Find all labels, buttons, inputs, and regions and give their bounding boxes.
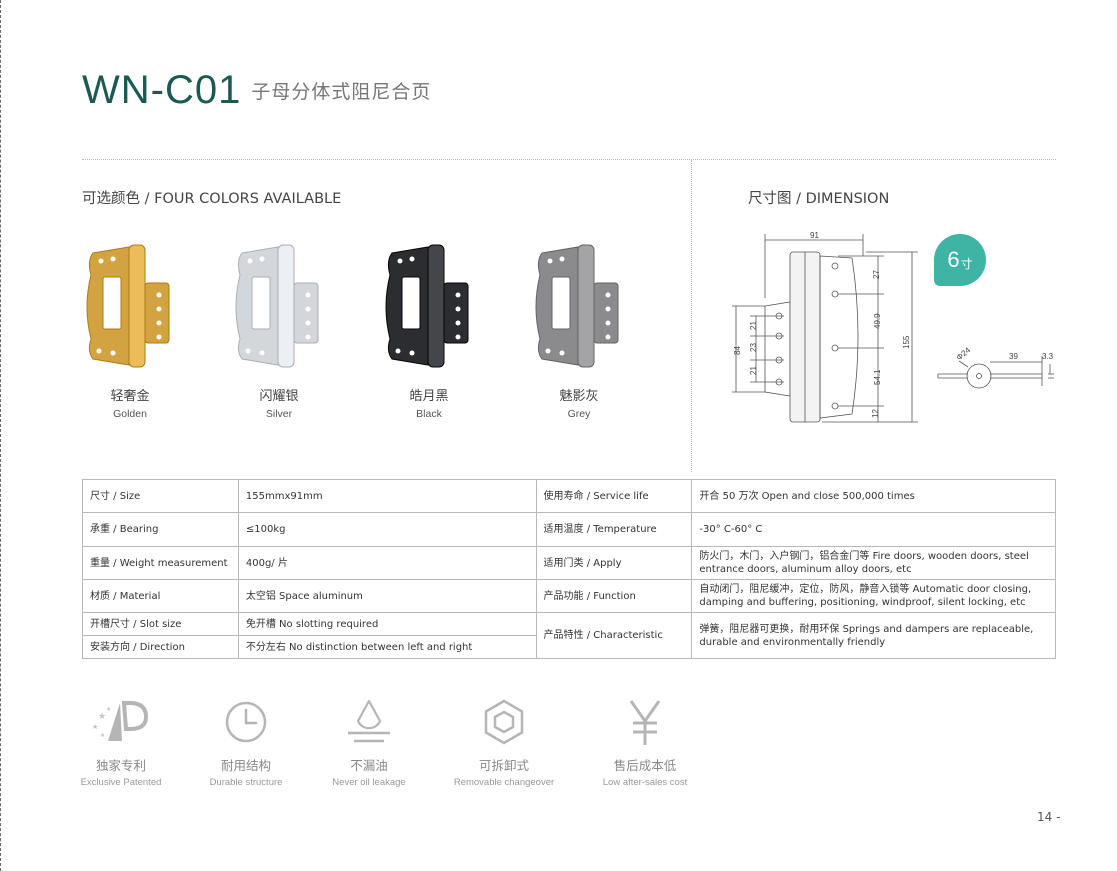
dim-left-a: 21: [749, 321, 758, 330]
spec-value: 不分左右 No distinction between left and rig…: [237, 635, 537, 659]
page-edge: [0, 0, 3, 871]
spec-value: ≤100kg: [237, 512, 537, 547]
spec-value: 155mmx91mm: [237, 479, 537, 513]
feature-no-leak: 不漏油 Never oil leakage: [309, 697, 429, 788]
dim-right-c: 54.1: [873, 369, 882, 385]
dim-right-a: 27: [872, 270, 881, 279]
feature-name-en: Low after-sales cost: [602, 777, 688, 788]
feature-name-cn: 不漏油: [350, 758, 388, 773]
dim-left-b: 23: [749, 343, 758, 352]
dim-right-b: 49.9: [873, 313, 882, 329]
hinge-grey: 魅影灰 Grey: [519, 243, 639, 420]
spec-label: 适用门类 / Apply: [535, 546, 693, 580]
model-number: WN-C01: [82, 68, 242, 112]
spec-label: 产品功能 / Function: [535, 579, 693, 613]
feature-name-en: Removable changeover: [453, 777, 555, 788]
spec-table: 尺寸 / Size 155mmx91mm 使用寿命 / Service life…: [82, 479, 1056, 659]
spec-label: 承重 / Bearing: [82, 512, 239, 547]
spec-value: -30° C-60° C: [691, 512, 1056, 547]
dim-height: 155: [902, 335, 911, 349]
spec-value: 弹簧，阻尼器可更换，耐用环保 Springs and dampers are r…: [691, 612, 1056, 659]
svg-text:★: ★: [98, 712, 106, 722]
table-row: 重量 / Weight measurement 400g/ 片 适用门类 / A…: [82, 546, 1056, 580]
spec-value: 免开槽 No slotting required: [237, 612, 537, 636]
feature-low-cost: 售后成本低 Low after-sales cost: [585, 697, 705, 788]
svg-text:★: ★: [106, 706, 111, 713]
feature-name-cn: 独家专利: [95, 758, 146, 773]
feature-name-en: Exclusive Patented: [80, 777, 162, 788]
hinge-image: [385, 244, 469, 368]
feature-patent: ★ ★ ★ ★ 独家专利 Exclusive Patented: [61, 697, 181, 788]
badge-unit: 寸: [960, 256, 973, 271]
dim-width: 91: [810, 231, 819, 240]
patent-icon: ★ ★ ★ ★: [92, 701, 149, 741]
page-title: WN-C01 子母分体式阻尼合页: [82, 62, 431, 112]
size-badge: 6 寸: [934, 234, 986, 286]
dimension-drawing: 91 155 84 21 23 21 27 49.9 54.1 12 Φ24 3…: [732, 231, 1054, 423]
feature-removable: 可拆卸式 Removable changeover: [444, 697, 564, 788]
dim-pin-thick: 3.3: [1042, 352, 1054, 361]
hinge-image: [86, 244, 170, 368]
table-row: 承重 / Bearing ≤100kg 适用温度 / Temperature -…: [82, 512, 1056, 547]
feature-name-cn: 售后成本低: [613, 758, 677, 773]
table-row: 安装方向 / Direction 不分左右 No distinction bet…: [82, 635, 1056, 659]
hinge-black: 皓月黑 Black: [369, 243, 489, 420]
badge-number: 6: [947, 247, 960, 272]
feature-name-en: Never oil leakage: [332, 777, 406, 788]
spec-label: 材质 / Material: [82, 579, 239, 613]
feature-name-cn: 耐用结构: [220, 758, 271, 773]
hinge-image: [235, 244, 319, 368]
svg-text:★: ★: [92, 723, 98, 731]
color-name-cn: 闪耀银: [259, 389, 299, 404]
model-subtitle: 子母分体式阻尼合页: [251, 81, 432, 103]
table-row: 材质 / Material 太空铝 Space aluminum 产品功能 / …: [82, 579, 1056, 613]
hex-nut-icon: [484, 699, 524, 745]
spec-label: 安装方向 / Direction: [82, 635, 239, 659]
dim-left-total: 84: [733, 346, 742, 355]
hinge-silver: 闪耀银 Silver: [219, 243, 339, 420]
spec-value: 开合 50 万次 Open and close 500,000 times: [691, 479, 1056, 513]
spec-label: 重量 / Weight measurement: [82, 546, 239, 580]
color-name-en: Silver: [265, 408, 293, 420]
dimension-section-title: 尺寸图 / DIMENSION: [748, 191, 890, 207]
feature-durable: 耐用结构 Durable structure: [186, 697, 306, 788]
dim-pin-len: 39: [1009, 352, 1018, 361]
table-row: 开槽尺寸 / Slot size 免开槽 No slotting require…: [82, 612, 1056, 659]
table-row: 尺寸 / Size 155mmx91mm 使用寿命 / Service life…: [82, 479, 1056, 513]
color-name-cn: 皓月黑: [409, 389, 449, 404]
colors-section-title: 可选颜色 / FOUR COLORS AVAILABLE: [82, 191, 342, 207]
dim-pin-dia: Φ24: [955, 345, 973, 362]
spec-label: 使用寿命 / Service life: [535, 479, 693, 513]
clock-icon: [225, 701, 267, 743]
divider-vertical: [691, 160, 692, 472]
feature-name-cn: 可拆卸式: [478, 758, 529, 773]
color-name-en: Golden: [113, 408, 147, 420]
hinge-image: [535, 244, 619, 368]
spec-value: 太空铝 Space aluminum: [237, 579, 537, 613]
color-name-en: Grey: [567, 408, 591, 420]
spec-label: 尺寸 / Size: [82, 479, 239, 513]
page-number: 14 -: [1037, 810, 1061, 824]
spec-value: 自动闭门，阻尼缓冲，定位，防风，静音入锁等 Automatic door clo…: [691, 579, 1056, 613]
spec-value: 400g/ 片: [237, 546, 537, 580]
hinge-golden: 轻奢金 Golden: [70, 243, 190, 420]
color-name-cn: 魅影灰: [559, 389, 599, 404]
dim-left-c: 21: [749, 366, 758, 375]
yen-icon: [629, 700, 661, 745]
spec-label: 产品特性 / Characteristic: [535, 612, 693, 659]
color-name-cn: 轻奢金: [110, 389, 150, 404]
spec-label: 适用温度 / Temperature: [535, 512, 693, 547]
oil-drop-icon: [348, 699, 390, 743]
color-name-en: Black: [416, 408, 442, 420]
spec-value: 防火门，木门，入户钢门，铝合金门等 Fire doors, wooden doo…: [691, 546, 1056, 580]
dim-right-d: 12: [871, 409, 880, 418]
feature-name-en: Durable structure: [209, 777, 283, 788]
divider-horizontal: [82, 159, 1056, 160]
svg-text:★: ★: [100, 732, 105, 739]
spec-label: 开槽尺寸 / Slot size: [82, 612, 239, 636]
